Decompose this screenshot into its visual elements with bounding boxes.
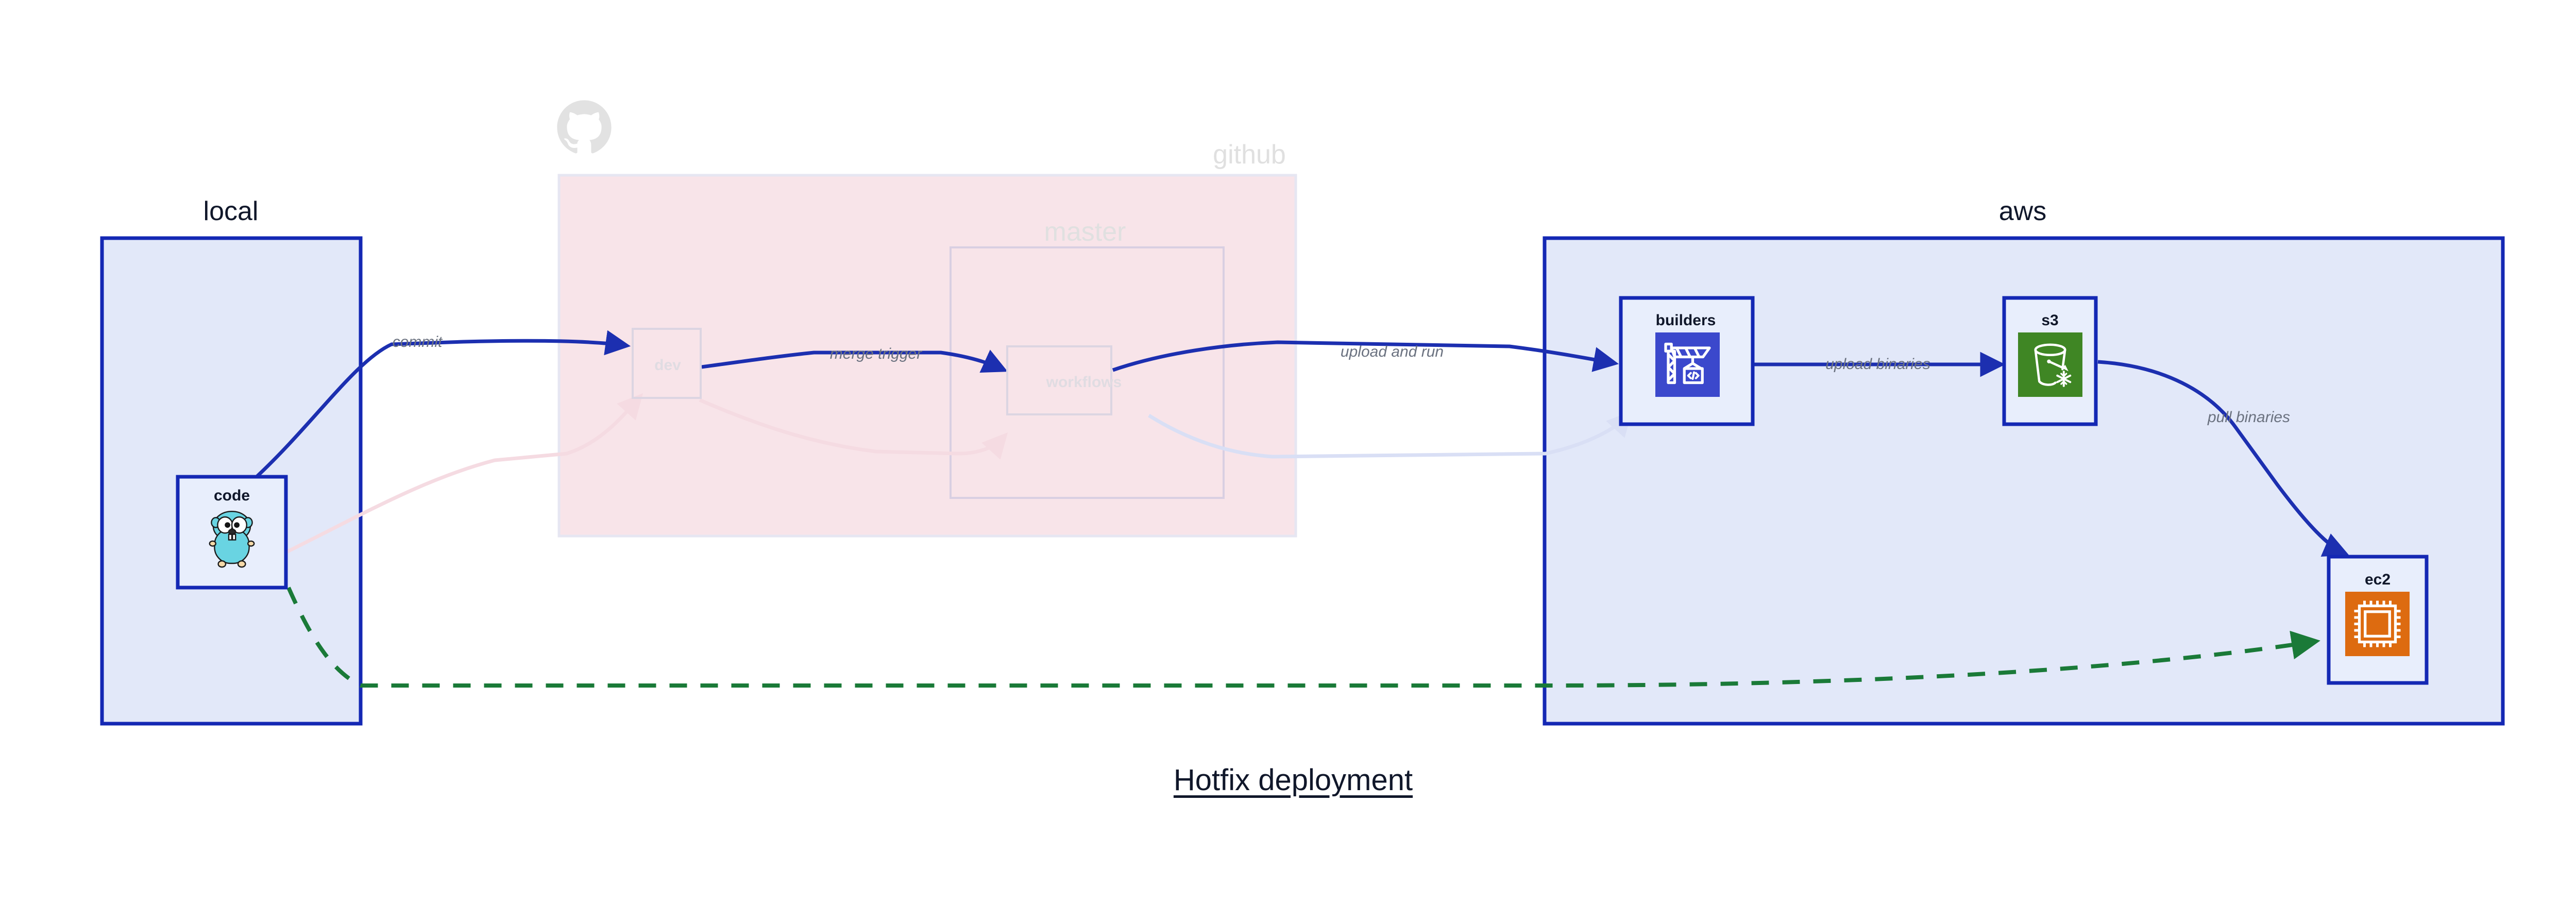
edge-label-commit: commit	[392, 333, 443, 350]
cluster-master	[950, 246, 1225, 499]
edge-merge-trigger	[701, 349, 1008, 373]
edge-label-upload-and-run: upload and run	[1340, 343, 1444, 360]
cluster-label-master: master	[1044, 217, 1126, 247]
node-label-code: code	[213, 487, 250, 504]
edge-label-merge-trigger: merge trigger	[829, 345, 922, 362]
edge-label-upload-binaries: upload binaries	[1825, 356, 1930, 373]
go-gopher-icon	[209, 511, 255, 568]
cluster-shapes	[100, 174, 2505, 726]
node-label-dev: dev	[654, 357, 681, 374]
aws-codebuild-icon	[1655, 332, 1720, 397]
edge-pull-binaries	[2097, 360, 2349, 557]
edge-faded-workflows-to-builders	[1148, 410, 1633, 459]
node-label-ec2: ec2	[2364, 571, 2391, 588]
edge-paths	[255, 330, 2349, 688]
edge-hotfix-direct	[286, 587, 2320, 688]
cluster-label-aws: aws	[1998, 196, 2047, 226]
node-label-workflows: workflows	[1046, 374, 1122, 391]
icon-shapes	[209, 100, 2410, 656]
edge-upload-and-run	[1112, 340, 1619, 372]
cluster-github	[557, 174, 1297, 538]
edge-faded-dev-to-workflows	[699, 398, 1008, 460]
aws-ec2-icon	[2345, 592, 2410, 656]
edge-faded-code-to-dev	[285, 393, 643, 554]
cluster-label-local: local	[203, 196, 259, 226]
github-octocat-icon	[557, 100, 612, 154]
edge-commit	[255, 330, 631, 478]
node-dev[interactable]	[632, 328, 702, 399]
diagram-title: Hotfix deployment	[1173, 763, 1413, 797]
cluster-label-github: github	[1213, 140, 1286, 170]
node-label-builders: builders	[1655, 312, 1716, 329]
node-label-s3: s3	[2041, 312, 2059, 329]
edge-label-pull-binaries: pull binaries	[2207, 409, 2291, 426]
aws-s3-glacier-icon	[2018, 332, 2082, 397]
node-workflows[interactable]	[1006, 345, 1112, 415]
